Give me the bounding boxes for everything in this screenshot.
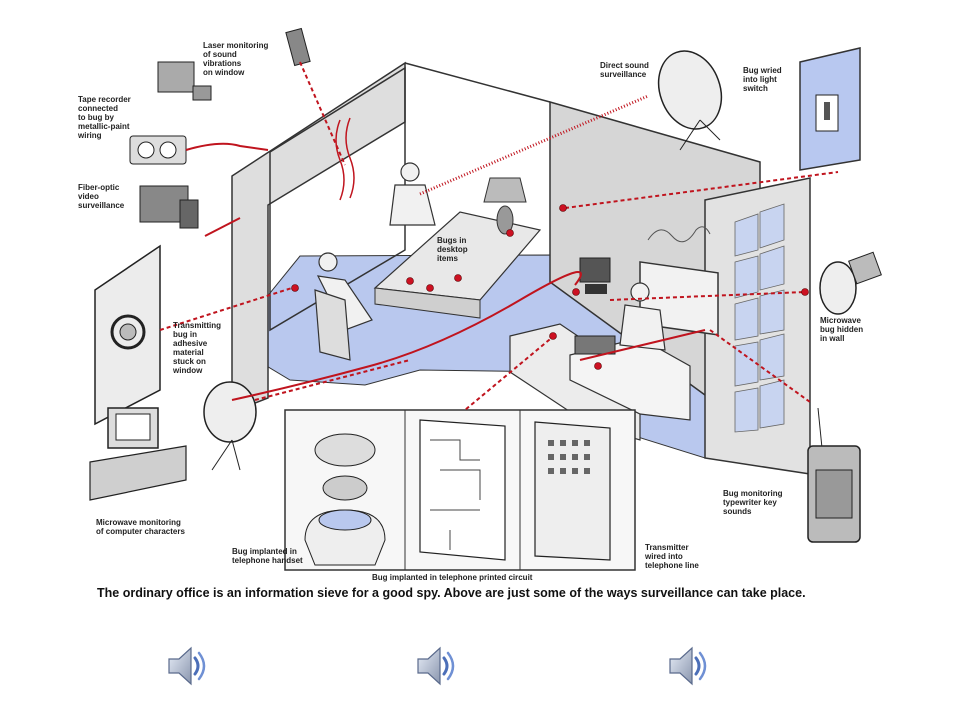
bug-markers (291, 204, 809, 370)
surveillance-lines (159, 61, 839, 411)
office-room (231, 61, 811, 475)
desk-lamp (483, 177, 527, 235)
label-printed-circuit: Bug implanted in telephone printed circu… (372, 573, 533, 582)
office-people (314, 162, 666, 361)
speaker-icon (669, 646, 707, 686)
audio-button-2[interactable] (414, 644, 456, 688)
telephone-inset (284, 409, 636, 571)
illustration-caption: The ordinary office is an information si… (97, 586, 806, 600)
speaker-icon (417, 646, 455, 686)
ceiling-edge (404, 62, 551, 103)
window-transmitter (94, 244, 161, 426)
typewriter-monitor-radio (807, 407, 861, 543)
audio-button-1[interactable] (165, 644, 207, 688)
typewriter (574, 335, 616, 355)
speaker-icon (168, 646, 206, 686)
microwave-dish-left (203, 381, 257, 471)
fiber-optic-camera (139, 185, 199, 229)
tape-recorder (129, 61, 212, 165)
laser-device (285, 27, 311, 67)
office-computer (579, 257, 611, 283)
direct-sound-dish (657, 50, 723, 151)
microwave-dish-right (819, 251, 882, 315)
right-wall-panels (734, 203, 785, 433)
monitored-computer (89, 407, 187, 501)
left-window (269, 66, 406, 332)
audio-button-3[interactable] (666, 644, 708, 688)
light-switch-panel (799, 47, 861, 171)
